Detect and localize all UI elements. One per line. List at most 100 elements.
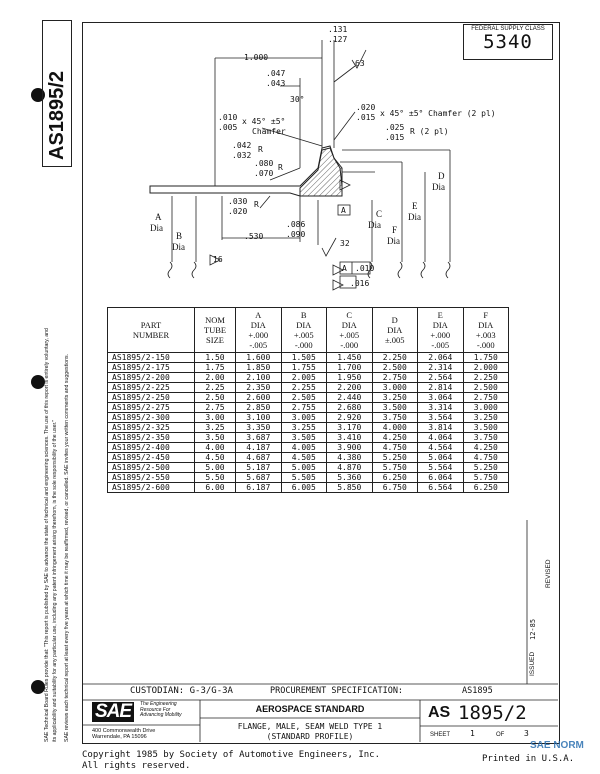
dia-d-label: Dia [432,182,445,192]
punch-hole [31,375,45,389]
procurement-value: AS1895 [462,686,493,696]
table-cell: 2.755 [280,402,327,413]
table-cell: 3.064 [417,392,464,403]
table-cell: 6.00 [194,482,236,493]
table-cell: 2.750 [371,372,418,383]
table-cell: 3.900 [326,442,373,453]
table-cell: 5.360 [326,472,373,483]
federal-supply-class-label: FEDERAL SUPPLY CLASS [471,26,545,32]
table-cell: 2.440 [326,392,373,403]
table-cell: 6.005 [280,482,327,493]
table-cell: 2.350 [235,382,282,393]
angle-30: 30° [290,95,305,104]
table-cell: 3.814 [417,422,464,433]
table-cell: 1.850 [235,362,282,373]
radius4-a: .030 [228,197,248,206]
finish-63: 63 [355,59,365,68]
table-cell: 2.564 [417,372,464,383]
table-cell: 4.50 [194,452,236,463]
chamfer1-b: .005 [218,123,238,132]
custodian: CUSTODIAN: G-3/G-3A [130,686,233,696]
table-cell: 5.250 [462,462,509,473]
dia-f-letter: F [392,225,398,235]
table-cell: 6.064 [417,472,464,483]
dim-086: .086 [286,220,306,229]
chamfer1-word: Chamfer [252,127,286,136]
table-cell: 3.350 [235,422,282,433]
table-cell: 2.920 [326,412,373,423]
title-line-2: (STANDARD PROFILE) [266,732,354,741]
part-number-cell: AS1895/2-450 [107,452,195,463]
table-cell: 5.187 [235,462,282,473]
table-cell: 6.250 [371,472,418,483]
dia-c-label: Dia [368,220,381,230]
radius4-b: .020 [228,207,248,216]
table-cell: 5.564 [417,462,464,473]
flag-010: .010 [355,264,375,273]
table-cell: 4.505 [280,452,327,463]
table-cell: 5.505 [280,472,327,483]
table-cell: 5.750 [371,462,418,473]
table-cell: 5.750 [462,472,509,483]
table-cell: 4.064 [417,432,464,443]
table-cell: 4.750 [371,442,418,453]
chamfer2-b: .015 [356,113,376,122]
radius3-letter: R [278,163,283,172]
table-cell: 1.700 [326,362,373,373]
table-cell: 3.170 [326,422,373,433]
sae-address: 400 Commonwealth Drive Warrendale, PA 15… [92,728,155,740]
dia-d-letter: D [438,171,445,181]
watermark: SAE NORM [530,740,584,751]
datum-a: A [341,206,346,215]
table-cell: 2.680 [326,402,373,413]
copyright-line-1: Copyright 1985 by Society of Automotive … [82,750,381,760]
table-cell: 3.100 [235,412,282,423]
as-number: 1895/2 [458,702,527,724]
dia-a-label: Dia [150,223,163,233]
table-cell: 1.600 [235,352,282,363]
part-number-cell: AS1895/2-150 [107,352,195,363]
table-cell: 3.410 [326,432,373,443]
table-cell: 4.564 [417,442,464,453]
table-cell: 5.850 [326,482,373,493]
radius2-a: .025 [385,123,405,132]
table-cell: 2.00 [194,372,236,383]
table-cell: 3.000 [371,382,418,393]
sheet-total: 3 [524,729,529,738]
table-cell: 1.755 [280,362,327,373]
finish-32: 32 [340,239,350,248]
side-doc-number-box [42,20,72,167]
sheet-number: 1 [470,729,475,738]
radius3-a: .080 [254,159,274,168]
table-cell: 2.064 [417,352,464,363]
table-cell: 2.814 [417,382,464,393]
printed-in: Printed in U.S.A. [482,754,575,764]
table-cell: 5.005 [280,462,327,473]
table-cell: 3.500 [371,402,418,413]
table-cell: 5.687 [235,472,282,483]
table-cell: 2.500 [462,382,509,393]
flag-a: A [342,264,347,273]
radius4-letter: R [254,200,259,209]
drawing-frame [82,22,560,744]
table-cell: 2.314 [417,362,464,373]
dim-090: .090 [286,230,306,239]
table-cell: 1.950 [326,372,373,383]
table-cell: 4.000 [371,422,418,433]
dia-b-label: Dia [172,242,185,252]
revised-label: REVISED [545,559,552,588]
table-cell: 5.00 [194,462,236,473]
datum-flag-16: 16 [213,255,223,264]
dim-131: .131 [328,25,348,34]
